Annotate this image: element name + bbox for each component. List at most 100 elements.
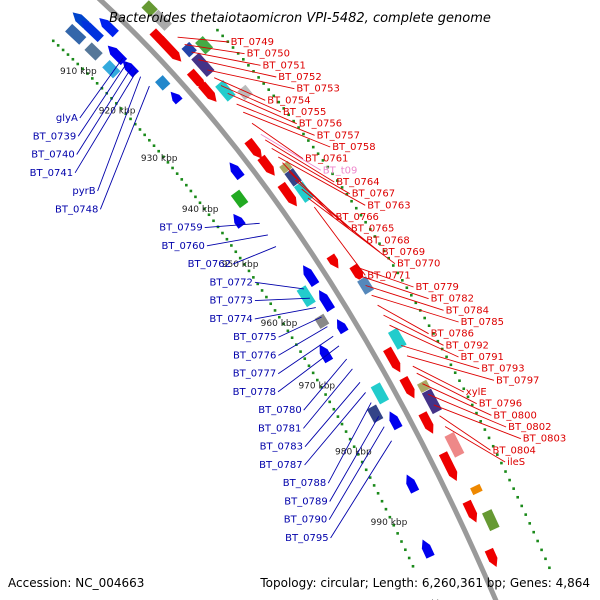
guide-dot — [302, 132, 305, 136]
gene-box — [293, 180, 315, 204]
guide-dot — [378, 242, 381, 245]
guide-dot — [520, 504, 524, 508]
gene-feature — [229, 162, 245, 181]
gene-box — [469, 483, 484, 496]
gene-feature — [418, 411, 434, 434]
guide-dot — [61, 48, 65, 52]
forward-label-leader — [301, 188, 380, 253]
forward-gene-label: ileS — [507, 457, 525, 468]
forward-label-leader — [236, 103, 315, 136]
guide-dot — [396, 271, 400, 275]
forward-gene-label: BT_0757 — [317, 130, 360, 141]
kbp-tick-label: 990 kbp — [371, 518, 408, 528]
reverse-label-leader — [74, 71, 137, 174]
reverse-gene-label: BT_0790 — [284, 515, 327, 526]
gene-box — [190, 51, 216, 78]
gene-box — [387, 326, 408, 351]
reverse-label-leader — [206, 234, 268, 247]
forward-gene-label: BT_0796 — [479, 399, 522, 410]
gene-feature — [443, 431, 466, 459]
kbp-tick-label: 980 kbp — [335, 448, 372, 458]
guide-dot — [247, 269, 251, 273]
guide-dot — [475, 411, 478, 415]
guide-dot — [368, 228, 372, 231]
guide-dot — [247, 64, 250, 67]
reverse-gene-label: BT_0787 — [259, 460, 302, 471]
forward-gene-label: BT_0768 — [366, 235, 409, 246]
guide-dot — [231, 46, 235, 49]
guide-dot — [384, 507, 388, 511]
reverse-label-leader — [277, 335, 334, 375]
forward-label-leader — [401, 345, 480, 370]
guide-dot — [516, 495, 519, 499]
forward-gene-label: BT_0751 — [263, 60, 306, 71]
guide-dot — [360, 460, 364, 464]
guide-dot — [316, 152, 320, 156]
forward-gene-label: BT_0755 — [283, 107, 326, 118]
forward-label-leader — [359, 275, 429, 300]
guide-dot — [236, 52, 240, 55]
guide-dot — [124, 112, 128, 115]
guide-dot — [449, 363, 453, 367]
guide-dot — [400, 540, 403, 543]
guide-dot — [282, 322, 285, 326]
reverse-gene-label: BT_0741 — [30, 168, 73, 179]
forward-label-leader — [191, 51, 261, 66]
gene-feature — [99, 17, 119, 38]
forward-label-leader — [207, 69, 295, 90]
guide-dot — [340, 186, 344, 189]
gene-arrow — [277, 181, 297, 207]
kbp-tick-label: 930 kbp — [141, 154, 178, 164]
forward-gene-label: BT_0749 — [231, 37, 274, 48]
gene-feature — [421, 539, 435, 559]
forward-label-leader — [383, 314, 444, 346]
gene-box — [421, 387, 443, 415]
reverse-gene-label: BT_0759 — [159, 223, 202, 234]
guide-dot — [277, 100, 281, 104]
reverse-label-leader — [328, 426, 385, 520]
guide-dot — [138, 128, 142, 131]
reverse-label-leader — [278, 326, 328, 356]
gene-arrow — [406, 474, 420, 494]
gene-feature — [326, 253, 339, 269]
gene-feature — [257, 154, 275, 176]
gene-feature — [190, 51, 216, 78]
guide-dot — [189, 189, 193, 193]
guide-dot — [368, 476, 372, 479]
forward-gene-label: BT_0764 — [336, 177, 379, 188]
gene-feature — [83, 41, 104, 62]
reverse-label-leader — [79, 57, 124, 119]
gene-arrow — [170, 91, 183, 105]
forward-label-leader — [377, 304, 429, 335]
guide-dot — [376, 491, 380, 495]
gene-feature — [233, 213, 246, 229]
forward-gene-label: BT_0802 — [508, 422, 551, 433]
forward-label-leader — [220, 85, 282, 113]
forward-gene-label: BT_0784 — [446, 305, 489, 316]
guide-dot — [282, 107, 286, 110]
gene-box — [481, 508, 501, 532]
guide-dot — [56, 44, 60, 47]
guide-dot — [548, 566, 551, 570]
guide-dot — [332, 407, 336, 411]
guide-dot — [166, 161, 170, 164]
dotted-guides — [51, 28, 551, 570]
reverse-gene-label: BT_0788 — [283, 478, 326, 489]
guide-dot — [445, 355, 448, 359]
reverse-gene-label: BT_0773 — [209, 296, 252, 307]
gene-feature — [107, 45, 128, 66]
gene-feature — [101, 59, 122, 80]
guide-dot — [265, 295, 268, 299]
guide-dot — [230, 244, 233, 247]
forward-gene-label: BT_0767 — [352, 189, 395, 200]
guide-dot — [524, 513, 528, 516]
guide-dot — [110, 96, 113, 100]
gene-arrow — [484, 547, 498, 568]
guide-dot — [307, 139, 310, 142]
guide-dot — [311, 371, 315, 375]
guide-dot — [175, 172, 179, 175]
forward-gene-label: BT_0763 — [367, 200, 410, 211]
reverse-label-leader — [99, 85, 150, 210]
gene-arrow — [198, 81, 217, 102]
